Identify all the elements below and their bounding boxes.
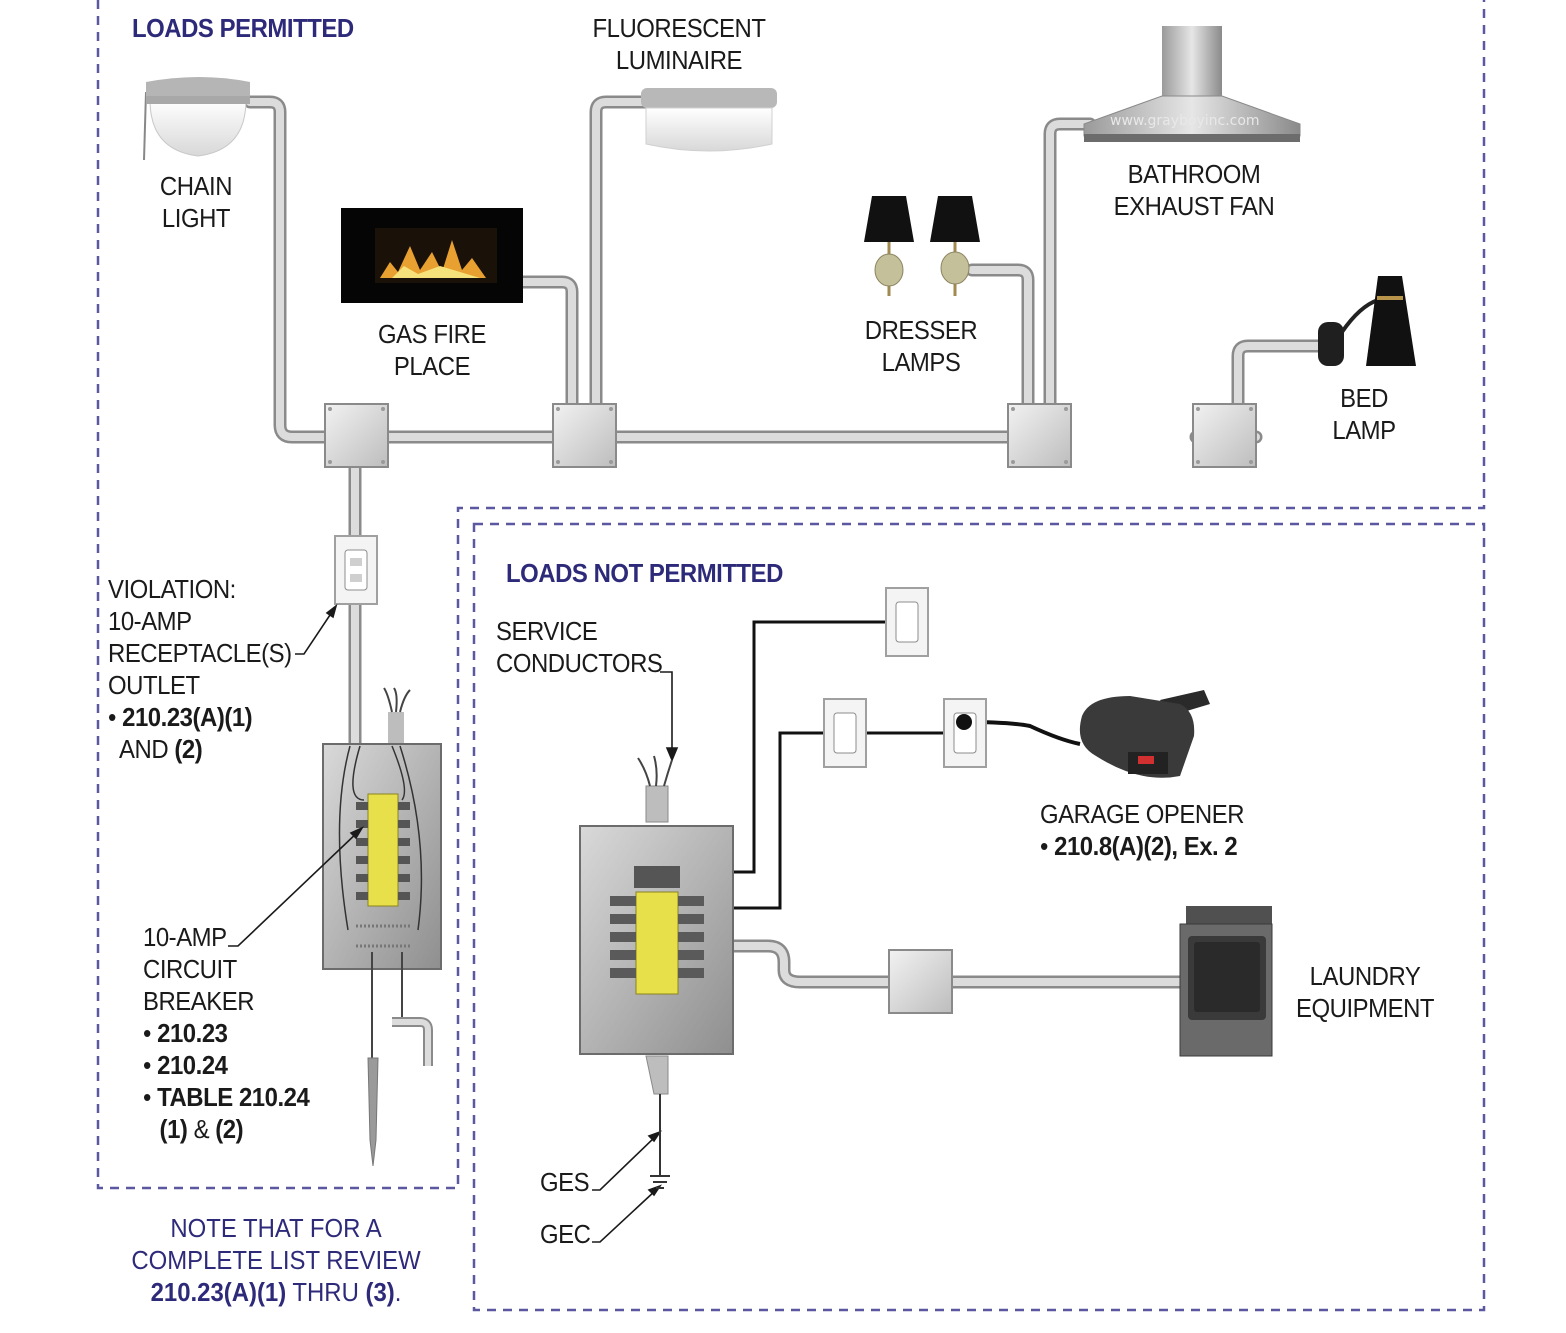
violation-ref-bullet: •: [108, 702, 123, 732]
permitted-panel-icon: [322, 687, 442, 1167]
note: NOTE THAT FOR A COMPLETE LIST REVIEW 210…: [110, 1212, 441, 1308]
gas-fireplace-icon: [341, 208, 523, 303]
violation-line1: VIOLATION:: [108, 574, 236, 604]
violation-line4: OUTLET: [108, 670, 200, 700]
chain-light-label: CHAIN LIGHT: [141, 170, 251, 234]
fluorescent-luminaire-icon: [641, 88, 777, 152]
garage-ref: • 210.8(A)(2), Ex. 2: [1040, 830, 1244, 862]
laundry-label: LAUNDRY EQUIPMENT: [1296, 960, 1435, 1024]
breaker-line3: BREAKER: [143, 986, 255, 1016]
fluorescent-label: FLUORESCENT LUMINAIRE: [592, 12, 767, 76]
note-line3: 210.23(A)(1) THRU (3).: [110, 1276, 441, 1308]
garage-opener-label: GARAGE OPENER • 210.8(A)(2), Ex. 2: [1040, 798, 1244, 862]
ges-label: GES: [540, 1167, 590, 1197]
note-ref2: (3): [365, 1277, 395, 1307]
dresser-lamps-icon: [864, 196, 980, 296]
fluorescent-line1: FLUORESCENT: [592, 13, 766, 43]
bath-fan-label: BATHROOM EXHAUST FAN: [1111, 158, 1277, 222]
garage-ref-bullet: •: [1040, 831, 1055, 861]
not-permitted-heading: LOADS NOT PERMITTED: [506, 558, 783, 588]
gas-fireplace-line2: PLACE: [393, 351, 471, 381]
service-conductors-label: SERVICE CONDUCTORS: [496, 615, 663, 679]
not-permitted-border: [472, 522, 1486, 1312]
violation-receptacle-icon: [334, 535, 378, 605]
service-line2: CONDUCTORS: [496, 648, 663, 678]
note-ref1: 210.23(A)(1): [150, 1277, 287, 1307]
watermark: www.grayboyinc.com: [1110, 113, 1260, 129]
breaker-ref-tail2: (2): [215, 1114, 244, 1144]
gas-fireplace-label: GAS FIRE PLACE: [377, 318, 487, 382]
leader-lines: [228, 603, 679, 1243]
bed-lamp-line2: LAMP: [1332, 415, 1396, 445]
bathroom-exhaust-fan-icon: [1083, 26, 1301, 142]
note-thru: THRU: [286, 1277, 366, 1307]
chain-light-line2: LIGHT: [161, 203, 231, 233]
breaker-ref3-text: TABLE 210.24: [157, 1082, 310, 1112]
chain-light-line1: CHAIN: [159, 171, 233, 201]
breaker-ref-tail-amp: &: [187, 1114, 216, 1144]
gas-fireplace-line1: GAS FIRE: [378, 319, 486, 349]
dresser-lamps-label: DRESSER LAMPS: [861, 314, 981, 378]
violation-line2: 10-AMP: [108, 606, 192, 636]
chain-light-icon: [143, 77, 250, 161]
breaker-ref-tail: (1) & (2): [143, 1113, 309, 1145]
bath-fan-line1: BATHROOM: [1127, 159, 1261, 189]
not-permitted-wiring: [734, 620, 1182, 989]
breaker-ref1-text: 210.23: [157, 1018, 228, 1048]
note-line1: NOTE THAT FOR A: [170, 1213, 382, 1243]
bed-lamp-icon: [1318, 276, 1416, 366]
permitted-heading: LOADS PERMITTED: [132, 13, 354, 43]
violation-ref2-pre: AND: [119, 734, 175, 764]
laundry-line2: EQUIPMENT: [1296, 993, 1435, 1023]
breaker-line2: CIRCUIT: [143, 954, 237, 984]
violation-ref1: 210.23(A)(1): [122, 702, 253, 732]
violation-label: VIOLATION: 10-AMP RECEPTACLE(S) OUTLET •…: [108, 573, 292, 765]
bed-lamp-line1: BED: [1340, 383, 1388, 413]
note-period: .: [394, 1277, 402, 1307]
note-line2: COMPLETE LIST REVIEW: [131, 1245, 421, 1275]
breaker-ref2-text: 210.24: [157, 1050, 228, 1080]
service-panel-icon: [579, 755, 734, 1189]
service-line1: SERVICE: [496, 616, 598, 646]
dresser-lamps-line2: LAMPS: [881, 347, 961, 377]
violation-ref2: AND (2): [108, 733, 292, 765]
garage-ref-text: 210.8(A)(2), Ex. 2: [1054, 831, 1238, 861]
breaker-ref3: • TABLE 210.24: [143, 1082, 310, 1112]
permitted-border: [96, 0, 1486, 1190]
laundry-equipment-icon: [1179, 906, 1273, 1057]
violation-line3: RECEPTACLE(S): [108, 638, 292, 668]
gec-label: GEC: [540, 1219, 591, 1249]
not-permitted-junction-box: [888, 949, 953, 1014]
bed-lamp-label: BED LAMP: [1320, 382, 1408, 446]
not-permitted-receptacles: [823, 587, 987, 768]
junction-boxes: [324, 403, 1257, 468]
violation-ref2-bold: (2): [174, 734, 203, 764]
breaker-label: 10-AMP CIRCUIT BREAKER • 210.23 • 210.24…: [143, 921, 310, 1145]
dresser-lamps-line1: DRESSER: [864, 315, 978, 345]
fluorescent-line2: LUMINAIRE: [615, 45, 743, 75]
bath-fan-line2: EXHAUST FAN: [1113, 191, 1275, 221]
breaker-ref1: • 210.23: [143, 1018, 228, 1048]
violation-ref: • 210.23(A)(1): [108, 701, 292, 733]
breaker-ref2: • 210.24: [143, 1050, 228, 1080]
garage-opener-icon: [1079, 690, 1210, 778]
laundry-line1: LAUNDRY: [1309, 961, 1421, 991]
garage-line1: GARAGE OPENER: [1040, 799, 1245, 829]
breaker-ref-tail1: (1): [159, 1114, 188, 1144]
breaker-line1: 10-AMP: [143, 922, 227, 952]
